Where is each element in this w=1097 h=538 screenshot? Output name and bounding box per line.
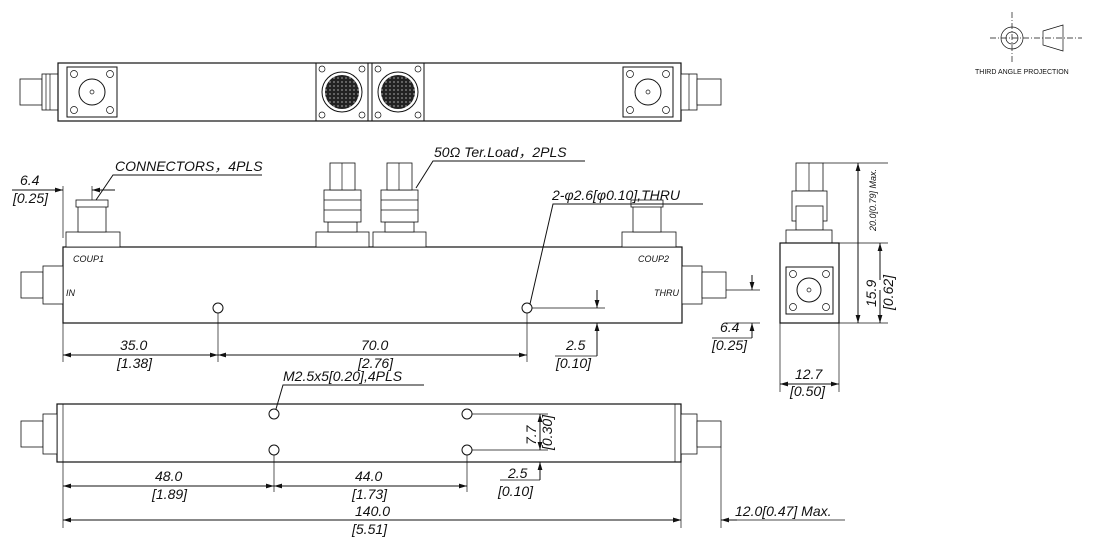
dim-overall-length-mm: 140.0 <box>355 503 390 519</box>
dim-connector-length-max: 12.0[0.47] Max. <box>735 503 832 519</box>
label-in: IN <box>66 288 76 298</box>
dim-bottom-hole-spacing-inch: [1.73] <box>351 486 388 502</box>
dim-front-hole-1-inch: [1.38] <box>116 355 153 371</box>
projection-label: THIRD ANGLE PROJECTION <box>975 69 1069 76</box>
dim-bottom-hole-row-mm: 7.7 <box>523 424 539 445</box>
dim-overall-length-inch: [5.51] <box>351 521 388 537</box>
dim-bottom-hole-1-mm: 48.0 <box>155 468 182 484</box>
bottom-mount-hole-1 <box>268 408 280 420</box>
bottom-view: M2.5x5[0.20],4PLS 7.7 [0.30] 2.5 [0.10] … <box>20 368 845 537</box>
top-load-1 <box>315 62 369 122</box>
note-connectors: CONNECTORS，4PLS <box>115 158 263 174</box>
dim-bottom-hole-spacing-mm: 44.0 <box>355 468 382 484</box>
front-view: COUP1 COUP2 IN THRU CONNECTORS，4PLS 50Ω … <box>12 144 727 371</box>
front-coup2-connector <box>621 199 677 248</box>
front-coup1-connector <box>65 199 121 248</box>
side-view: 20.0[0.79] Max. 15.9 [0.62] 6.4 [0.25] 1… <box>711 162 896 399</box>
dim-bottom-hole-offset-mm: 2.5 <box>507 465 528 481</box>
note-thru-holes: 2-φ2.6[φ0.10],THRU <box>551 187 681 203</box>
dim-front-hole-spacing-inch: [2.76] <box>357 355 394 371</box>
dim-front-hole-1-mm: 35.0 <box>120 337 147 353</box>
dim-front-hole-height-inch: [0.10] <box>555 355 592 371</box>
dim-side-height-max: 20.0[0.79] Max. <box>868 169 878 232</box>
dim-bottom-hole-row-inch: [0.30] <box>539 414 555 451</box>
dim-side-body-height-mm: 15.9 <box>863 280 879 307</box>
top-view <box>19 62 722 122</box>
note-ter-load: 50Ω Ter.Load，2PLS <box>434 144 567 160</box>
projection-symbol: THIRD ANGLE PROJECTION <box>975 12 1082 76</box>
note-mount-holes: M2.5x5[0.20],4PLS <box>283 368 403 384</box>
dim-front-hole-height-mm: 2.5 <box>565 337 586 353</box>
label-coup2: COUP2 <box>638 254 669 264</box>
dim-side-body-height-inch: [0.62] <box>880 274 896 311</box>
dim-front-left-offset-mm: 6.4 <box>20 172 40 188</box>
dim-bottom-hole-1-inch: [1.89] <box>151 486 188 502</box>
dim-side-width-inch: [0.50] <box>789 383 826 399</box>
dim-bottom-hole-offset-inch: [0.10] <box>497 483 534 499</box>
label-thru: THRU <box>654 288 679 298</box>
dim-front-hole-spacing-mm: 70.0 <box>361 337 388 353</box>
top-right-sma-connector <box>680 73 722 111</box>
top-right-flange <box>622 66 674 118</box>
dim-side-connector-height-mm: 6.4 <box>720 319 740 335</box>
top-left-flange <box>66 66 118 118</box>
dim-side-width-mm: 12.7 <box>795 366 823 382</box>
dim-front-left-offset-inch: [0.25] <box>12 190 49 206</box>
front-load-1 <box>315 162 370 248</box>
label-coup1: COUP1 <box>73 254 104 264</box>
front-load-2 <box>372 162 427 248</box>
top-load-2 <box>371 62 425 122</box>
dim-side-connector-height-inch: [0.25] <box>711 337 748 353</box>
top-left-sma-connector <box>19 73 59 111</box>
